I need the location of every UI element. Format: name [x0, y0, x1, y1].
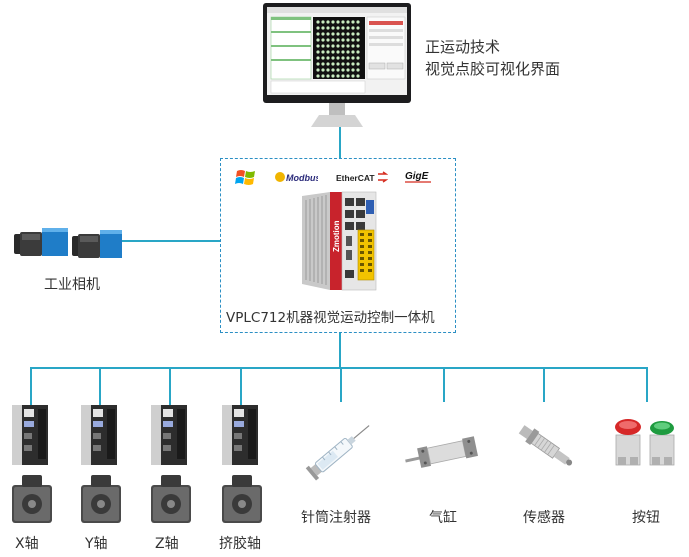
axis-y	[77, 405, 125, 527]
controller-icon: Zmotion	[302, 191, 377, 291]
gige-logo: GigE	[405, 168, 441, 186]
windows-logo	[235, 167, 257, 189]
controller-label: VPLC712机器视觉运动控制一体机	[226, 310, 435, 326]
drop-cylinder	[443, 367, 445, 402]
controller-box	[220, 158, 456, 333]
monitor-to-controller-line	[339, 125, 341, 158]
syringe-icon	[305, 425, 370, 481]
axis-z-label: Z轴	[155, 536, 179, 552]
drop-sensor	[543, 367, 545, 402]
cylinder-icon	[405, 436, 478, 468]
drop-y-axis	[99, 367, 101, 407]
drop-z-axis	[169, 367, 171, 407]
cylinder-label: 气缸	[429, 510, 457, 526]
button-label: 按钮	[632, 510, 660, 526]
button-icon	[615, 419, 675, 466]
ethercat-text: EtherCAT	[336, 173, 375, 183]
monitor-caption-line1: 正运动技术	[425, 38, 501, 56]
bus-line	[30, 367, 648, 369]
push-buttons	[612, 415, 682, 473]
monitor-caption-line2: 视觉点胶可视化界面	[425, 60, 561, 78]
monitor-icon	[263, 3, 411, 127]
axis-glue-label: 挤胶轴	[219, 536, 261, 552]
servo-drive-motor-icon	[12, 405, 52, 523]
controller-brand-text: Zmotion	[332, 220, 341, 252]
ethercat-logo: EtherCAT	[336, 170, 388, 184]
controller-to-bus-line	[339, 333, 341, 368]
monitor-caption: 正运动技术 视觉点胶可视化界面	[425, 36, 560, 80]
camera-label: 工业相机	[44, 277, 100, 293]
axis-x-label: X轴	[15, 536, 39, 552]
camera-to-controller-line	[120, 240, 220, 242]
servo-drive-motor-icon	[222, 405, 262, 523]
drop-x-axis	[30, 367, 32, 407]
ethercat-icon: EtherCAT	[336, 171, 388, 183]
servo-drive-motor-icon	[151, 405, 191, 523]
axis-z	[147, 405, 195, 527]
sensor	[512, 420, 582, 475]
industrial-cameras	[12, 222, 124, 262]
drop-glue-axis	[240, 367, 242, 407]
axis-x	[8, 405, 56, 527]
monitor	[263, 3, 413, 128]
windows-icon	[235, 170, 255, 185]
gige-text: GigE	[405, 171, 429, 182]
syringe-label: 针筒注射器	[301, 510, 371, 526]
sensor-icon	[518, 425, 573, 466]
modbus-logo: Modbus	[274, 170, 318, 184]
air-cylinder	[402, 425, 484, 475]
syringe	[300, 415, 380, 485]
axis-y-label: Y轴	[85, 536, 108, 552]
axis-glue	[218, 405, 266, 527]
modbus-icon: Modbus	[275, 172, 318, 183]
gige-icon: GigE	[405, 171, 431, 183]
sensor-label: 传感器	[523, 510, 565, 526]
camera-icon	[14, 228, 122, 258]
modbus-text: Modbus	[286, 173, 318, 183]
drop-syringe	[340, 367, 342, 402]
controller-device: Zmotion	[300, 190, 378, 292]
drop-button	[646, 367, 648, 402]
servo-drive-motor-icon	[81, 405, 121, 523]
